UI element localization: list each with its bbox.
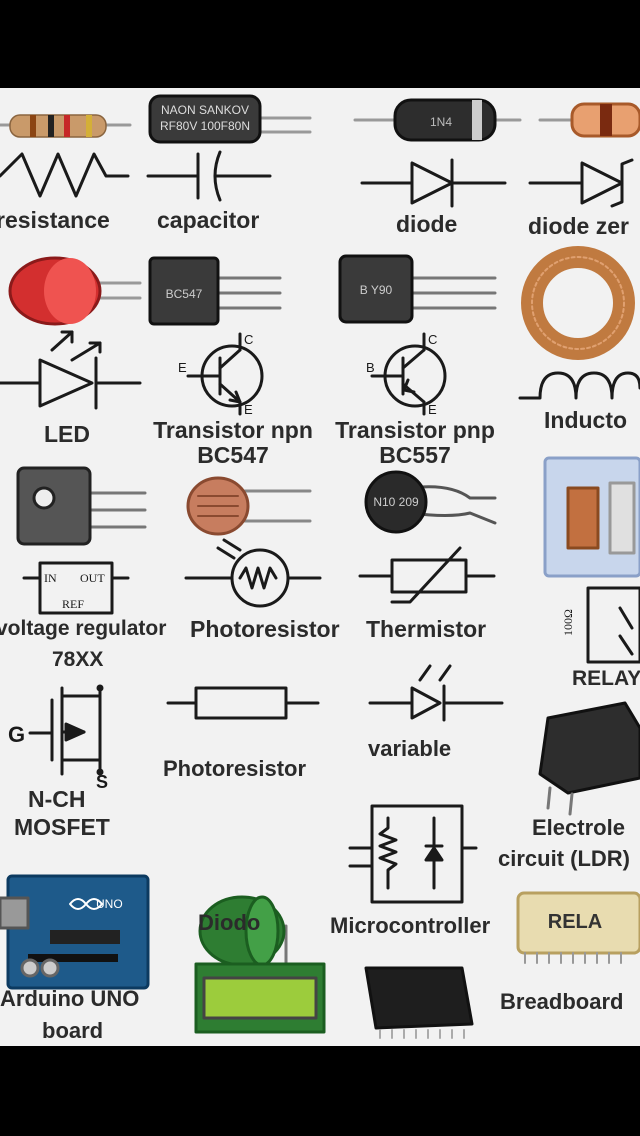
regulator-symbol: [22, 561, 130, 615]
zener-symbol: [528, 158, 634, 208]
capacitor-symbol: [146, 150, 272, 202]
label-arduino-1: Arduino UNO: [0, 986, 140, 1011]
zener-photo: [538, 102, 640, 138]
chip-photo: [364, 966, 474, 1039]
regulator-out: OUT: [80, 571, 105, 585]
led-symbol: [0, 330, 142, 410]
pnp-pin-b: B: [366, 360, 375, 375]
photoresistor-symbol: [184, 538, 322, 608]
regulator-ref: REF: [62, 597, 84, 611]
transistor-print: BC547: [166, 287, 203, 301]
led-photo: [8, 256, 142, 326]
label-variable: variable: [368, 736, 452, 761]
label-thermistor: Thermistor: [366, 616, 487, 642]
label-relay: RELAY: [572, 667, 640, 690]
inductor-symbol: [518, 371, 640, 400]
resistor-photo: [0, 114, 132, 138]
relay-chip-photo: RELA: [516, 891, 640, 964]
label-pnp-2: BC557: [379, 442, 451, 468]
mosfet-symbol: [28, 686, 102, 776]
thermistor-symbol: [358, 546, 496, 604]
label-resistance: resistance: [0, 207, 110, 233]
label-nch-1: N-CH: [28, 786, 86, 812]
thermistor-photo: N10 209: [364, 470, 497, 534]
label-npn-2: BC547: [197, 442, 269, 468]
resistor-symbol: [0, 152, 130, 198]
microcontroller-symbol: [348, 804, 478, 904]
pnp-print: B Y90: [360, 283, 393, 297]
label-arduino-2: board: [42, 1018, 104, 1043]
mosfet-gate-label: G: [8, 722, 25, 747]
label-voltage-regulator-1: voltage regulator: [0, 617, 167, 640]
relay-coil-text: 100Ω: [561, 609, 575, 636]
pnp-pin-c: C: [428, 332, 437, 347]
component-chart: NAON SANKOV RF80V 100F80N 1N4: [0, 88, 640, 1046]
variable-diode-symbol: [368, 664, 504, 722]
component-illustrations: NAON SANKOV RF80V 100F80N 1N4: [0, 94, 640, 1039]
pnp-photo: B Y90: [338, 254, 497, 324]
npn-symbol: [186, 332, 264, 416]
diode-print: 1N4: [430, 115, 452, 129]
capacitor-print-2: RF80V 100F80N: [160, 119, 250, 133]
regulator-in: IN: [44, 571, 57, 585]
label-pnp-1: Transistor pnp: [335, 417, 495, 443]
label-breadboard: Breadboard: [500, 989, 624, 1014]
relay-photo: [543, 456, 640, 578]
photoresistor-photo: [186, 476, 312, 536]
photoresistor-alt-symbol: [166, 686, 320, 720]
label-photoresistor: Photoresistor: [190, 616, 340, 642]
label-led: LED: [44, 421, 90, 447]
npn-pin-e: E: [244, 402, 253, 417]
diode-photo: 1N4: [353, 98, 522, 142]
label-voltage-regulator-2: 78XX: [52, 648, 104, 671]
npn-pin-b: E: [178, 360, 187, 375]
mosfet-source-label: S: [96, 772, 108, 792]
capacitor-photo: NAON SANKOV RF80V 100F80N: [148, 94, 312, 144]
label-photoresistor-alt: Photoresistor: [163, 756, 307, 781]
label-microcontroller: Microcontroller: [330, 913, 491, 938]
pnp-pin-e: E: [428, 402, 437, 417]
thermistor-print: N10 209: [373, 495, 419, 509]
npn-pin-c: C: [244, 332, 253, 347]
label-diode-zener: diode zer: [528, 213, 629, 239]
label-nch-2: MOSFET: [14, 814, 110, 840]
relay-symbol: [586, 586, 640, 664]
pnp-symbol: [370, 332, 447, 416]
regulator-photo: [16, 466, 147, 546]
arduino-photo: UNO: [0, 874, 150, 990]
lcd-photo: [194, 962, 326, 1034]
label-capacitor: capacitor: [157, 207, 260, 233]
capacitor-print-1: NAON SANKOV: [161, 103, 249, 117]
label-diodo: Diodo: [198, 910, 261, 935]
label-diode: diode: [396, 211, 458, 237]
electrolytic-photo: [538, 701, 640, 816]
inductor-photo: [521, 246, 635, 360]
label-electrolytic-2: circuit (LDR): [498, 846, 630, 871]
label-inductor: Inducto: [544, 407, 628, 433]
arduino-print: UNO: [96, 897, 123, 911]
label-electrolytic-1: Electrole: [532, 815, 625, 840]
relay-chip-print: RELA: [548, 911, 602, 933]
npn-photo: BC547: [148, 256, 282, 326]
label-npn-1: Transistor npn: [153, 417, 313, 443]
diode-symbol: [360, 158, 507, 208]
